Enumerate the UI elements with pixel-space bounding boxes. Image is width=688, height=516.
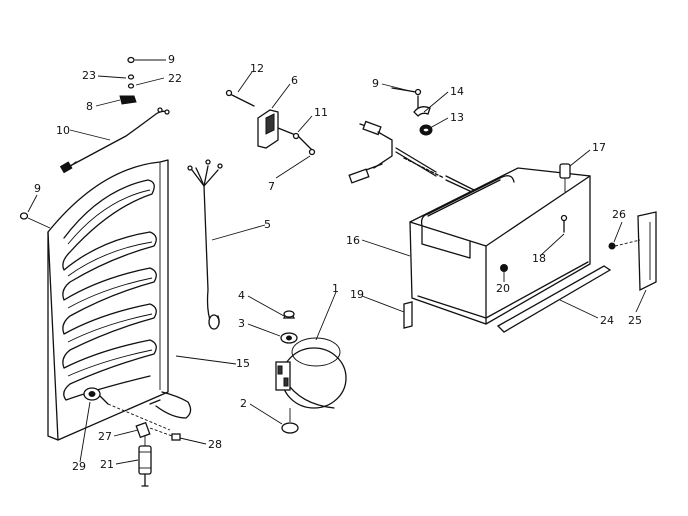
wire-harness: [187, 159, 223, 330]
label-part-26: 26: [612, 208, 626, 221]
label-part-4: 4: [238, 289, 245, 302]
side-bracket: [608, 211, 657, 292]
label-part-24: 24: [600, 314, 614, 327]
part-labels: 9 23 22 8 10 9 12 6 11 7 5 4 3 1 15 2 27…: [34, 53, 642, 473]
drain-fitting: [83, 387, 171, 431]
control-block: [225, 89, 316, 156]
label-part-27: 27: [98, 430, 112, 443]
clamp-assembly: [119, 56, 166, 105]
label-part-20: 20: [496, 282, 510, 295]
label-part-15: 15: [236, 357, 250, 370]
label-part-29: 29: [72, 460, 86, 473]
label-part-9-top: 9: [168, 53, 175, 66]
label-part-1: 1: [332, 282, 339, 295]
cabinet-box: [403, 163, 591, 329]
label-part-6: 6: [291, 74, 298, 87]
label-part-9-left: 9: [34, 182, 41, 195]
label-part-21: 21: [100, 458, 114, 471]
label-part-23: 23: [82, 69, 96, 82]
label-part-19: 19: [350, 288, 364, 301]
label-part-2: 2: [240, 397, 247, 410]
label-part-13: 13: [450, 111, 464, 124]
label-part-9-right: 9: [372, 77, 379, 90]
label-part-22: 22: [168, 72, 182, 85]
compressor: [275, 310, 347, 434]
label-part-14: 14: [450, 85, 464, 98]
tube-set: [348, 120, 475, 193]
label-part-28: 28: [208, 438, 222, 451]
label-part-5: 5: [264, 218, 271, 231]
label-part-17: 17: [592, 141, 606, 154]
label-part-8: 8: [86, 100, 93, 113]
label-part-25: 25: [628, 314, 642, 327]
label-part-3: 3: [238, 317, 245, 330]
clip-set: [391, 87, 433, 136]
label-part-11: 11: [314, 106, 328, 119]
leader-lines: [27, 59, 647, 465]
label-part-18: 18: [532, 252, 546, 265]
power-cord: [59, 107, 170, 174]
label-part-12: 12: [250, 62, 264, 75]
refrigerant-tubing: [135, 391, 192, 487]
drip-strip: [496, 265, 612, 333]
label-part-16: 16: [346, 234, 360, 247]
label-part-7: 7: [268, 180, 275, 193]
label-part-10: 10: [56, 124, 70, 137]
condenser-panel: [19, 159, 169, 441]
